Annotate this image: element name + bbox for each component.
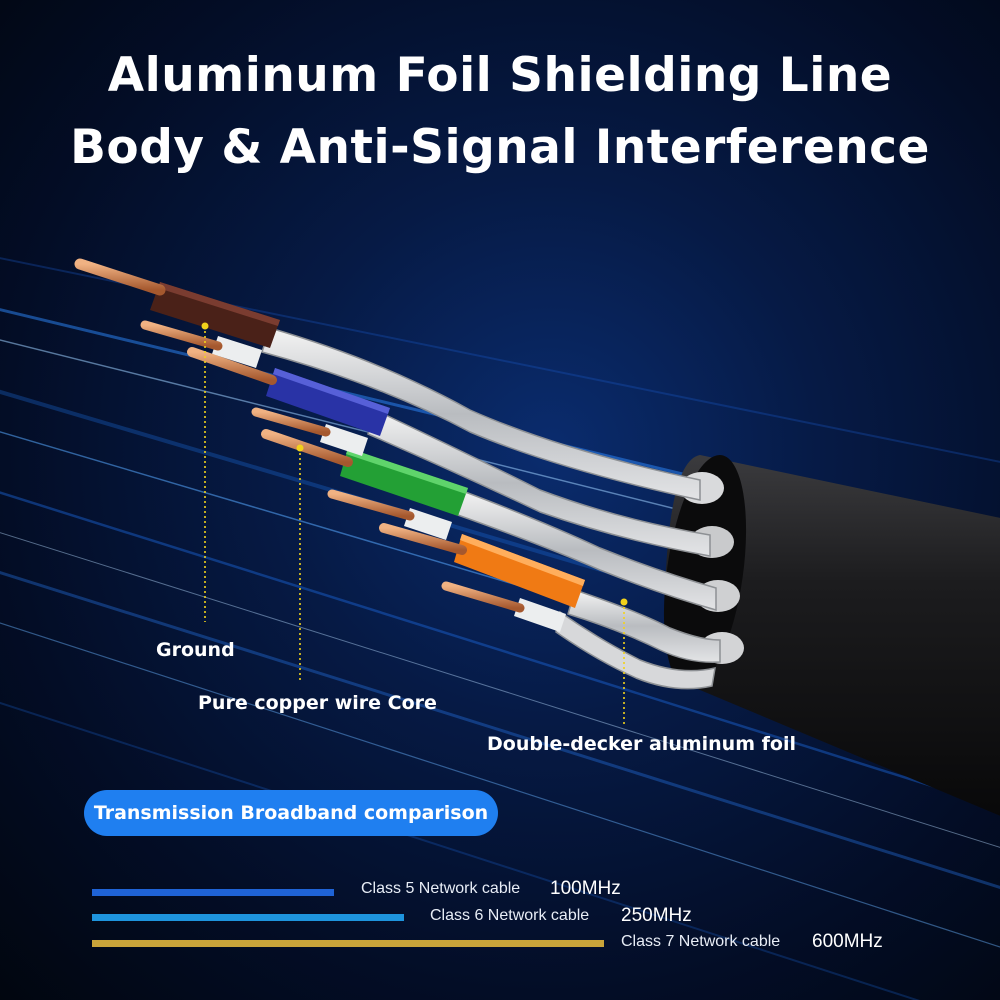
leader-lines (201, 322, 628, 726)
copper-core-label: Pure copper wire Core (198, 692, 437, 714)
class6-name: Class 6 Network cable (430, 907, 590, 924)
class7-value: 600MHz (812, 931, 883, 952)
ground-label: Ground (156, 639, 235, 661)
class5-name: Class 5 Network cable (361, 880, 521, 897)
class6-bar (92, 914, 404, 921)
class7-name: Class 7 Network cable (621, 933, 781, 950)
headline-line-2: Body & Anti-Signal Interference (70, 120, 930, 175)
class6-value: 250MHz (621, 905, 692, 926)
class5-value: 100MHz (550, 878, 621, 899)
comparison-heading-badge: Transmission Broadband comparison (84, 790, 498, 836)
headline-line-1: Aluminum Foil Shielding Line (107, 48, 893, 103)
light-streaks (0, 257, 1000, 1000)
foil-label: Double-decker aluminum foil (487, 733, 796, 755)
cable-jacket (663, 455, 1000, 816)
insulated-wires (150, 282, 585, 632)
copper-wire-cores (74, 258, 525, 613)
aluminum-foil-shields (261, 327, 721, 690)
class7-bar (92, 940, 604, 947)
class5-bar (92, 889, 334, 896)
